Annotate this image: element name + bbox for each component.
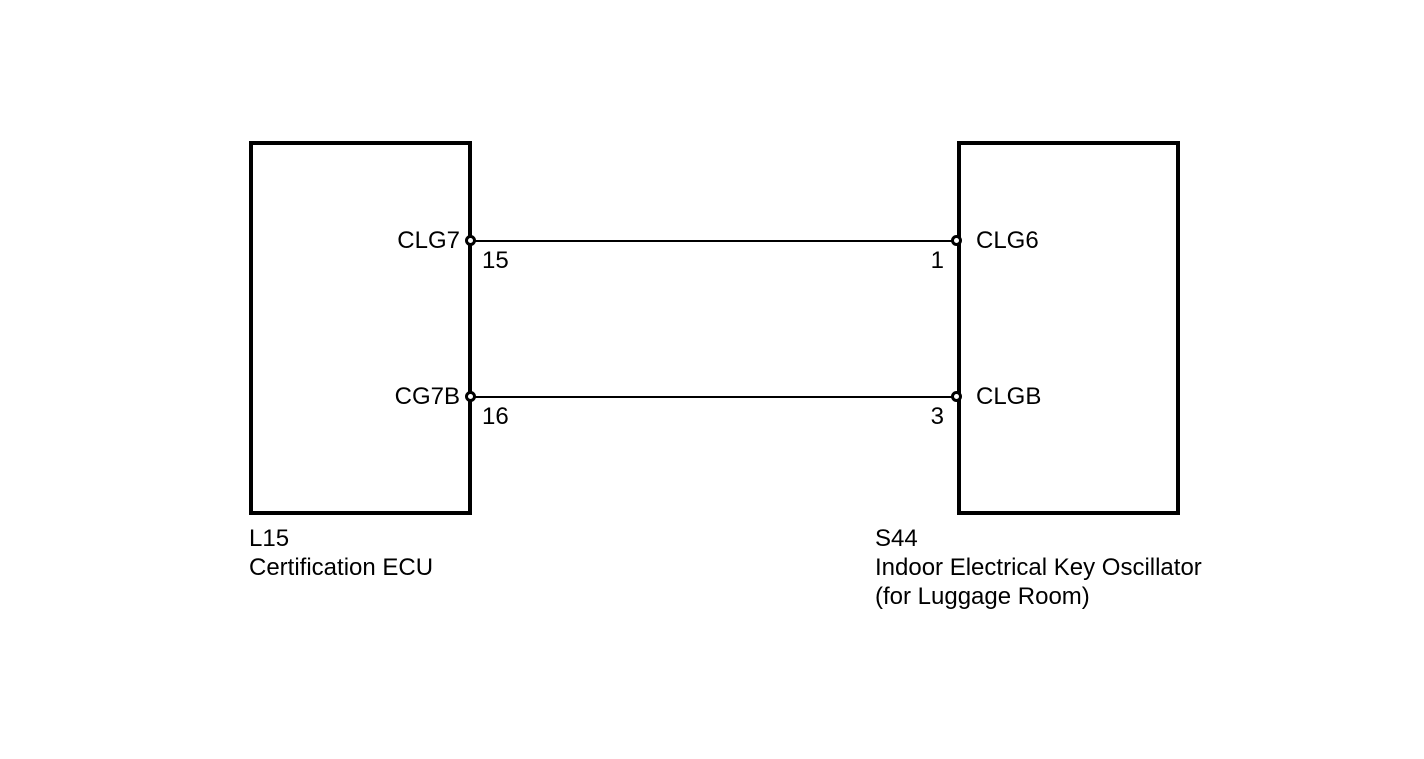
component-caption-right: S44 Indoor Electrical Key Oscillator (fo…: [875, 524, 1202, 611]
connector-box-right: [957, 141, 1180, 515]
terminal-circle-left-pin-16: [465, 391, 476, 402]
signal-label-clg6: CLG6: [976, 227, 1039, 254]
terminal-circle-left-pin-15: [465, 235, 476, 246]
component-code-s44: S44: [875, 525, 918, 552]
signal-label-cg7b: CG7B: [394, 383, 460, 410]
pin-number-1: 1: [930, 247, 944, 274]
component-code-l15: L15: [249, 525, 290, 552]
signal-label-clgb: CLGB: [976, 383, 1042, 410]
component-name-indoor-electrical-key-oscillator: Indoor Electrical Key Oscillator: [875, 554, 1202, 581]
wire-cg7b-to-clgb: [471, 396, 958, 398]
terminal-circle-right-pin-3: [951, 391, 962, 402]
component-caption-left: L15 Certification ECU: [249, 524, 433, 582]
connector-box-left: [249, 141, 472, 515]
component-name-certification-ecu: Certification ECU: [249, 554, 434, 581]
wire-clg7-to-clg6: [471, 240, 958, 242]
terminal-circle-right-pin-1: [951, 235, 962, 246]
signal-label-clg7: CLG7: [397, 227, 460, 254]
pin-number-15: 15: [482, 247, 509, 274]
component-name-qualifier-for-luggage-room: (for Luggage Room): [875, 583, 1090, 610]
pin-number-16: 16: [482, 403, 509, 430]
pin-number-3: 3: [930, 403, 944, 430]
